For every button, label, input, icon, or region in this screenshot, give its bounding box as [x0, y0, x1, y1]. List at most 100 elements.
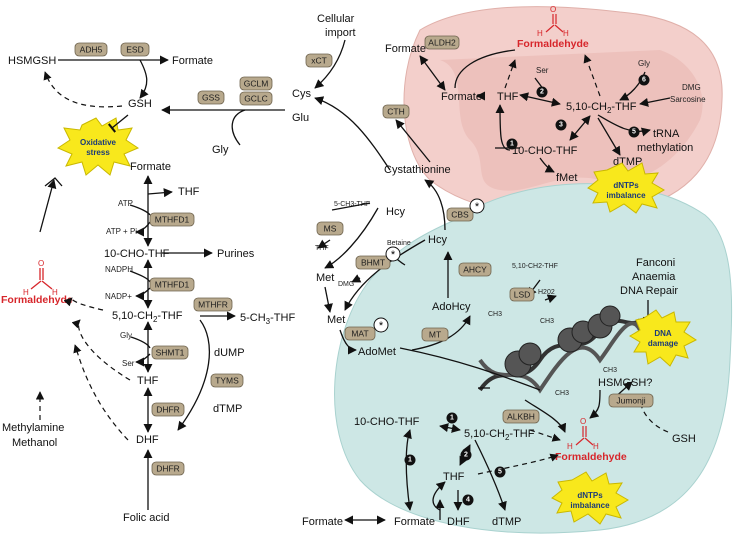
svg-text:*: * [391, 249, 396, 261]
ser-label: Ser [122, 359, 135, 368]
formaldehyde-o-left: O [38, 259, 44, 268]
formate-top-label: Formate [172, 55, 213, 67]
left-arrows [35, 39, 391, 510]
mthfr-enzyme: MTHFR [193, 297, 233, 312]
methylation-label: methylation [637, 142, 693, 154]
ch2thf-left-label: 5,10-CH2-THF [112, 310, 183, 324]
dump-label: dUMP [214, 347, 245, 359]
svg-text:ALDH2: ALDH2 [428, 38, 456, 48]
svg-text:*: * [475, 201, 480, 213]
ch2thf-mito-label: 5,10-CH2-THF [566, 101, 637, 115]
ch3-label-2: CH3 [540, 318, 554, 325]
gly-mito-label: Gly [638, 59, 650, 68]
trna-label: tRNA [653, 128, 680, 140]
svg-text:1: 1 [510, 141, 514, 148]
svg-text:ALKBH: ALKBH [507, 412, 535, 422]
atp-label: ATP [118, 199, 133, 208]
mthfd1-enzyme-2: MTHFD1 [149, 277, 195, 292]
step-1-mito: 1 [506, 138, 518, 150]
step-3-mito: 3 [555, 119, 567, 131]
gss-enzyme: GSS [197, 90, 225, 105]
svg-text:CBS: CBS [451, 210, 469, 220]
shmt1-enzyme: SHMT1 [151, 345, 189, 360]
step-1-nucleus-b: 1 [404, 454, 416, 466]
svg-text:xCT: xCT [311, 56, 327, 66]
hsmgsh-label: HSMGSH [8, 55, 56, 67]
svg-text:4: 4 [466, 497, 470, 504]
ahcy-enzyme: AHCY [458, 262, 492, 277]
svg-text:MTHFD1: MTHFD1 [155, 215, 190, 225]
formaldehyde-h2-left: H [52, 288, 58, 297]
step-5-mito: 5 [628, 126, 640, 138]
step-4-nucleus: 4 [462, 494, 474, 506]
gly-label: Gly [212, 144, 229, 156]
ch3-label-1: CH3 [488, 311, 502, 318]
mt-enzyme: MT [421, 327, 449, 342]
step-1-nucleus-a: 1 [446, 412, 458, 424]
dhfr-enzyme-2: DHFR [151, 461, 185, 476]
purines-label: Purines [217, 248, 255, 260]
dtmp-nucleus-label: dTMP [492, 516, 521, 528]
mthfd1-enzyme-1: MTHFD1 [149, 212, 195, 227]
adh5-enzyme: ADH5 [74, 42, 108, 57]
stress-label: stress [86, 148, 110, 157]
formaldehyde-h1-left: H [23, 288, 29, 297]
gclc-enzyme: GCLC [239, 91, 273, 106]
hcy1-label: Hcy [386, 206, 405, 218]
alkbh-enzyme: ALKBH [502, 409, 540, 424]
ch2thf-small-label: 5,10-CH2-THF [512, 263, 558, 270]
cth-enzyme: CTH [382, 104, 410, 119]
gsh-label: GSH [128, 98, 152, 110]
svg-text:1: 1 [408, 457, 412, 464]
tyms-enzyme: TYMS [210, 373, 244, 388]
fmet-label: fMet [556, 172, 577, 184]
svg-text:*: * [379, 320, 384, 332]
oxidative-stress-burst: Oxidative stress [56, 117, 140, 176]
svg-text:MTHFD1: MTHFD1 [155, 280, 190, 290]
cho-thf-nucleus-label: 10-CHO-THF [354, 416, 420, 428]
svg-text:MTHFR: MTHFR [198, 300, 228, 310]
fanconi-label-3: DNA Repair [620, 285, 678, 297]
dna-damage-burst: DNA damage [629, 309, 697, 367]
atp-pi-label: ATP + Pi [106, 227, 137, 236]
svg-text:6: 6 [642, 77, 646, 84]
lsd-enzyme: LSD [509, 287, 535, 302]
cellular-import-label-1: Cellular [317, 13, 355, 25]
svg-text:ESD: ESD [126, 45, 143, 55]
dmg-mito-label: DMG [682, 83, 701, 92]
svg-text:3: 3 [559, 122, 563, 129]
met2-label: Met [327, 314, 345, 326]
gly2-label: Gly [120, 331, 132, 340]
fanconi-label-1: Fanconi [636, 257, 675, 269]
formaldehyde-h1-mito: H [537, 29, 543, 38]
methanol-label: Methanol [12, 437, 57, 449]
formaldehyde-structure-mito [545, 14, 564, 33]
formaldehyde-nucleus-label: Formaldehyde [555, 451, 627, 463]
formaldehyde-o-mito: O [550, 5, 556, 14]
esd-enzyme: ESD [120, 42, 150, 57]
formaldehyde-h2-mito: H [563, 29, 569, 38]
formaldehyde-mito-label: Formaldehyde [517, 38, 589, 50]
mat-enzyme: MAT [344, 326, 376, 341]
svg-text:LSD: LSD [514, 290, 531, 300]
ms-enzyme: MS [316, 221, 344, 236]
h2o2-label: H202 [538, 289, 555, 296]
aldh2-enzyme: ALDH2 [424, 35, 460, 50]
ch3thf-left-label: 5-CH3-THF [240, 312, 295, 326]
svg-text:2: 2 [540, 89, 544, 96]
svg-text:2: 2 [464, 452, 468, 459]
svg-text:DHFR: DHFR [156, 464, 180, 474]
met1-label: Met [316, 272, 334, 284]
ch3thf-small-label: 5-CH3-THF [334, 201, 370, 208]
betaine-label: Betaine [387, 240, 411, 247]
dntps-imbalance-burst-mito: dNTPs imbalance [587, 162, 665, 214]
cbs-enzyme: CBS [446, 207, 474, 222]
gclm-enzyme: GCLM [239, 76, 273, 91]
dmg-center-label: DMG [338, 281, 354, 288]
thf-nucleus-label: THF [443, 471, 465, 483]
svg-text:5: 5 [632, 129, 636, 136]
cellular-import-label-2: import [325, 27, 356, 39]
hcy2-label: Hcy [428, 234, 447, 246]
svg-text:GCLC: GCLC [244, 94, 268, 104]
glu-label: Glu [292, 112, 309, 124]
